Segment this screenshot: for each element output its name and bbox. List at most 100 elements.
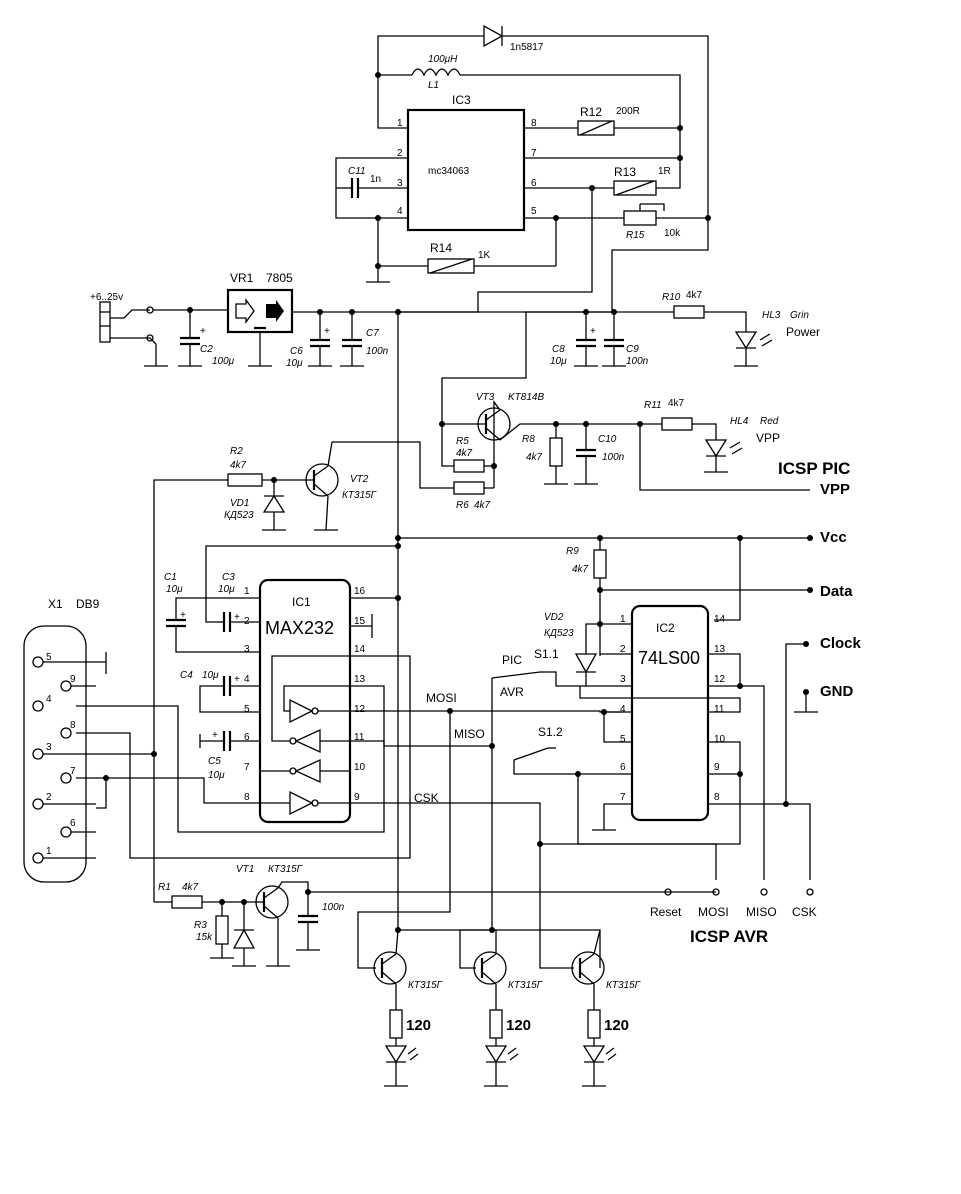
c10-value: 100n bbox=[602, 452, 625, 463]
c10-name: C10 bbox=[598, 434, 617, 445]
r14-value: 1K bbox=[478, 250, 491, 261]
c3-name: C3 bbox=[222, 572, 235, 583]
ic2-pin-11: 11 bbox=[714, 704, 725, 715]
c-reset-value: 100n bbox=[322, 902, 345, 913]
svg-text:+: + bbox=[234, 674, 240, 685]
r1-value: 4k7 bbox=[182, 882, 199, 893]
ic1-name: IC1 bbox=[292, 595, 311, 609]
ls00-section: IC2 74LS00 1 2 3 4 5 6 7 14 13 12 11 10 … bbox=[537, 604, 862, 880]
ic2-part: 74LS00 bbox=[638, 648, 700, 668]
l1-value: 100μH bbox=[428, 54, 458, 65]
ic1-body bbox=[258, 578, 352, 824]
db9-name: X1 bbox=[48, 597, 63, 611]
ic3-pin-8: 8 bbox=[531, 118, 537, 129]
d-1n5817-label: 1n5817 bbox=[510, 42, 544, 53]
icsp-avr-label: ICSP AVR bbox=[690, 927, 768, 946]
svg-text:+: + bbox=[180, 610, 186, 621]
miso-label: MISO bbox=[454, 727, 485, 741]
r5-name: R5 bbox=[456, 436, 469, 447]
vpp-net-label: VPP bbox=[820, 481, 850, 498]
c6-name: C6 bbox=[290, 346, 303, 357]
db9-type: DB9 bbox=[76, 597, 100, 611]
ic1-pin-16: 16 bbox=[354, 586, 366, 597]
svg-text:+: + bbox=[212, 730, 218, 741]
vt1-part: КТ315Г bbox=[268, 864, 304, 875]
r11-value: 4k7 bbox=[668, 398, 685, 409]
r3-value: 15k bbox=[196, 932, 213, 943]
hl3-name: HL3 bbox=[762, 310, 781, 321]
hl4-name: HL4 bbox=[730, 416, 749, 427]
ic2-pin-2: 2 bbox=[620, 644, 626, 655]
r10-value: 4k7 bbox=[686, 290, 703, 301]
dc-jack bbox=[99, 301, 111, 343]
db9-connector: X1 DB9 5 9 4 8 3 7 2 6 1 bbox=[23, 597, 157, 883]
r15-value: 10k bbox=[664, 228, 681, 239]
clock-net-label: Clock bbox=[820, 635, 862, 652]
data-net-label: Data bbox=[820, 583, 853, 600]
t2-resistor-value: 120 bbox=[506, 1017, 531, 1034]
hdr-mosi-label: MOSI bbox=[698, 905, 729, 919]
vd2-part: КД523 bbox=[544, 628, 574, 639]
r3-symbol bbox=[215, 915, 229, 945]
vcc-net-label: Vcc bbox=[820, 529, 847, 546]
ic1-pin-12: 12 bbox=[354, 704, 366, 715]
svg-text:+: + bbox=[234, 612, 240, 623]
r2-name: R2 bbox=[230, 446, 243, 457]
r6-value: 4k7 bbox=[474, 500, 491, 511]
vt1-name: VT1 bbox=[236, 864, 254, 875]
vt3-part: KT814B bbox=[508, 392, 544, 403]
t2-part: КТ315Г bbox=[508, 980, 544, 991]
ic1-pin-1: 1 bbox=[244, 586, 250, 597]
ic1-pin-13: 13 bbox=[354, 674, 366, 685]
avr-label: AVR bbox=[500, 685, 524, 699]
c11-value: 1n bbox=[370, 174, 381, 185]
r15-name: R15 bbox=[626, 230, 645, 241]
hdr-reset-label: Reset bbox=[650, 905, 682, 919]
c5-value: 10μ bbox=[208, 770, 225, 781]
r8-symbol bbox=[549, 437, 563, 467]
ic3-pin-4: 4 bbox=[397, 206, 403, 217]
ic2-pin-6: 6 bbox=[620, 762, 626, 773]
ic3-pin-2: 2 bbox=[397, 148, 403, 159]
max232-section: IC1 MAX232 1 2 3 4 5 6 7 8 16 15 14 13 1… bbox=[76, 572, 622, 859]
c7-value: 100n bbox=[366, 346, 389, 357]
hl3-text: Power bbox=[786, 325, 820, 339]
l1-name: L1 bbox=[428, 80, 439, 91]
r13-name: R13 bbox=[614, 165, 636, 179]
ic1-pin-4: 4 bbox=[244, 674, 250, 685]
r10-name: R10 bbox=[662, 292, 681, 303]
ic2-pin-1: 1 bbox=[620, 614, 626, 625]
r3-name: R3 bbox=[194, 920, 207, 931]
vpp-section: VT3 KT814B R5 4k7 R6 4k7 R8 4k7 C10 100n bbox=[153, 392, 850, 880]
gnd-net-label: GND bbox=[820, 683, 854, 700]
ic1-pin-9: 9 bbox=[354, 792, 360, 803]
vt1-transistor bbox=[255, 885, 289, 919]
hl4-led bbox=[704, 439, 728, 458]
c4-value: 10μ bbox=[202, 670, 219, 681]
r5-symbol bbox=[453, 459, 485, 473]
c4-name: C4 bbox=[180, 670, 193, 681]
svg-text:+: + bbox=[200, 326, 206, 337]
ic1-pin-3: 3 bbox=[244, 644, 250, 655]
r11-name: R11 bbox=[644, 400, 662, 411]
vt2-part: КТ315Г bbox=[342, 490, 378, 501]
db9-pin-3: 3 bbox=[46, 742, 52, 753]
schottky-diode-symbol bbox=[483, 24, 504, 48]
c11-name: C11 bbox=[348, 166, 366, 177]
r10-symbol bbox=[673, 305, 705, 319]
r5-value: 4k7 bbox=[456, 448, 473, 459]
input-voltage-label: +6..25v bbox=[90, 292, 123, 303]
db9-pin-7: 7 bbox=[70, 766, 76, 777]
vr1-part: 7805 bbox=[266, 271, 293, 285]
ic3-pin-1: 1 bbox=[397, 118, 403, 129]
ic1-part: MAX232 bbox=[265, 618, 334, 638]
r1-symbol bbox=[171, 895, 203, 909]
ic1-pin-10: 10 bbox=[354, 762, 366, 773]
c9-value: 100n bbox=[626, 356, 649, 367]
c2-value: 100μ bbox=[212, 356, 235, 367]
ic1-pin-8: 8 bbox=[244, 792, 250, 803]
svg-text:+: + bbox=[324, 326, 330, 337]
ic2-pin-9: 9 bbox=[714, 762, 720, 773]
vd2-diode bbox=[574, 653, 598, 674]
